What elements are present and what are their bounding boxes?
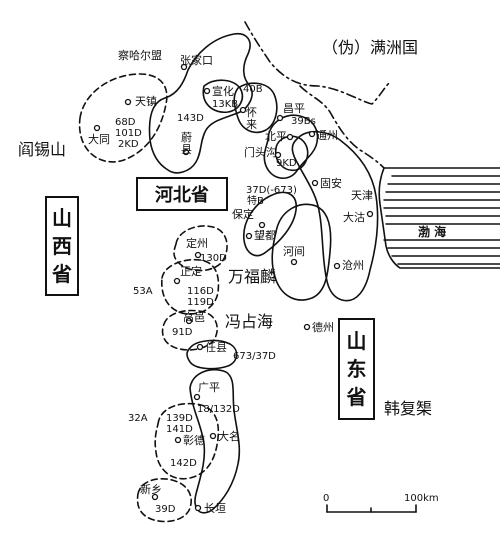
city-xuanhua: 宣化 <box>212 85 234 98</box>
unit-139d: 139D <box>166 413 193 424</box>
city-tianzhen: 天镇 <box>135 95 157 108</box>
unit-2kd: 2KD <box>118 139 139 150</box>
city-daming: 大名 <box>218 430 240 443</box>
zone-renxian <box>186 339 238 370</box>
zone-zhangjiakou <box>148 32 253 174</box>
bohai-hatch <box>383 175 500 265</box>
province-shandong-char: 东 <box>346 357 367 381</box>
label-yan-xishan: 阎锡山 <box>18 140 67 159</box>
unit-40b: 40B <box>243 84 263 95</box>
unit-143d: 143D <box>177 113 204 124</box>
unit-18-132d: 18/132D <box>197 404 240 415</box>
bohai-coast <box>378 167 500 269</box>
city-renxian: 任县 <box>205 341 227 354</box>
manchukuo-border <box>244 21 391 105</box>
city-hejian: 河间 <box>283 245 305 258</box>
label-feng-zhanhai: 冯占海 <box>225 312 274 331</box>
city-yuxian: 蔚县 <box>181 131 192 156</box>
city-beiping: 北平 <box>265 130 287 143</box>
zone-zhangde <box>154 402 220 480</box>
province-shanxi-char: 山 <box>52 206 72 230</box>
province-shanxi-char: 省 <box>52 262 72 286</box>
unit-101d: 101D <box>115 128 142 139</box>
unit-39d: 39D <box>155 504 176 515</box>
province-shandong-char: 省 <box>346 385 367 409</box>
label-han-fuju: 韩复榘 <box>384 399 433 418</box>
city-gaoyi: 高邑 <box>183 311 205 324</box>
province-hebei: 河北省 <box>136 177 228 211</box>
city-dots <box>93 63 374 512</box>
province-shandong: 山 东 省 <box>338 318 375 420</box>
unit-116d: 116D <box>187 286 214 297</box>
city-cangzhou: 沧州 <box>342 259 364 272</box>
city-dezhou: 德州 <box>312 321 334 334</box>
unit-53a: 53A <box>133 286 153 297</box>
city-wangdu: 望都 <box>254 229 276 242</box>
unit-130d: 130D <box>200 253 227 264</box>
unit-119d: 119D <box>187 297 214 308</box>
city-datong: 大同 <box>88 133 110 146</box>
unit-9kd: 9KD <box>276 158 297 169</box>
unit-91d: 91D <box>172 327 193 338</box>
city-dagu: 大沽 <box>343 211 365 224</box>
unit-141d: 141D <box>166 424 193 435</box>
city-tianjin: 天津 <box>351 189 373 202</box>
city-zhangde: 彰德 <box>183 434 205 447</box>
city-huailai: 怀来 <box>246 106 257 131</box>
zone-zhengding <box>161 258 220 315</box>
city-zhangjiakou: 张家口 <box>180 54 213 67</box>
province-shanxi-char: 西 <box>52 234 72 258</box>
zone-hejian <box>271 203 332 301</box>
zone-dingzhou <box>173 225 228 272</box>
unit-37d: 37D(-673) <box>246 185 297 196</box>
zone-xinxiang <box>136 478 192 523</box>
unit-32a: 32A <box>128 413 148 424</box>
city-changping: 昌平 <box>283 102 305 115</box>
province-shandong-char: 山 <box>346 329 367 353</box>
zone-datong <box>78 73 168 163</box>
city-baoding: 保定 <box>232 208 254 221</box>
city-dingzhou: 定州 <box>186 237 208 250</box>
great-wall-border <box>299 85 385 169</box>
zone-tianjin <box>291 130 379 302</box>
city-changyuan: 长垣 <box>204 502 226 515</box>
unit-13kb: 13KB <box>212 99 239 110</box>
scale-max: 100km <box>404 493 439 504</box>
zone-huailai <box>233 82 278 134</box>
zone-xuanhua <box>202 79 244 113</box>
city-xinxiang: 新乡 <box>140 483 162 496</box>
city-gu-an: 固安 <box>320 177 342 190</box>
zone-baoding <box>243 191 297 257</box>
label-manchukuo: （伪）满洲国 <box>322 38 419 57</box>
unit-39bs: 39Bs <box>291 116 316 127</box>
label-chahar-league: 察哈尔盟 <box>118 49 162 62</box>
unit-142d: 142D <box>170 458 197 469</box>
city-tongzhou: 通州 <box>316 129 338 142</box>
label-wan-fulin: 万福麟 <box>228 267 277 286</box>
scale-zero: 0 <box>323 493 330 504</box>
zone-daming <box>189 368 241 514</box>
city-zhengding: 正定 <box>180 265 202 278</box>
unit-te-b: 特B <box>247 196 264 207</box>
label-bohai: 渤 海 <box>415 226 450 238</box>
province-shanxi: 山 西 省 <box>45 196 79 296</box>
city-mentougou: 门头沟 <box>244 146 277 159</box>
scale-bar <box>326 504 417 513</box>
unit-673-37d: 673/37D <box>233 351 276 362</box>
city-guangping: 广平 <box>198 381 220 394</box>
unit-68d: 68D <box>115 117 136 128</box>
